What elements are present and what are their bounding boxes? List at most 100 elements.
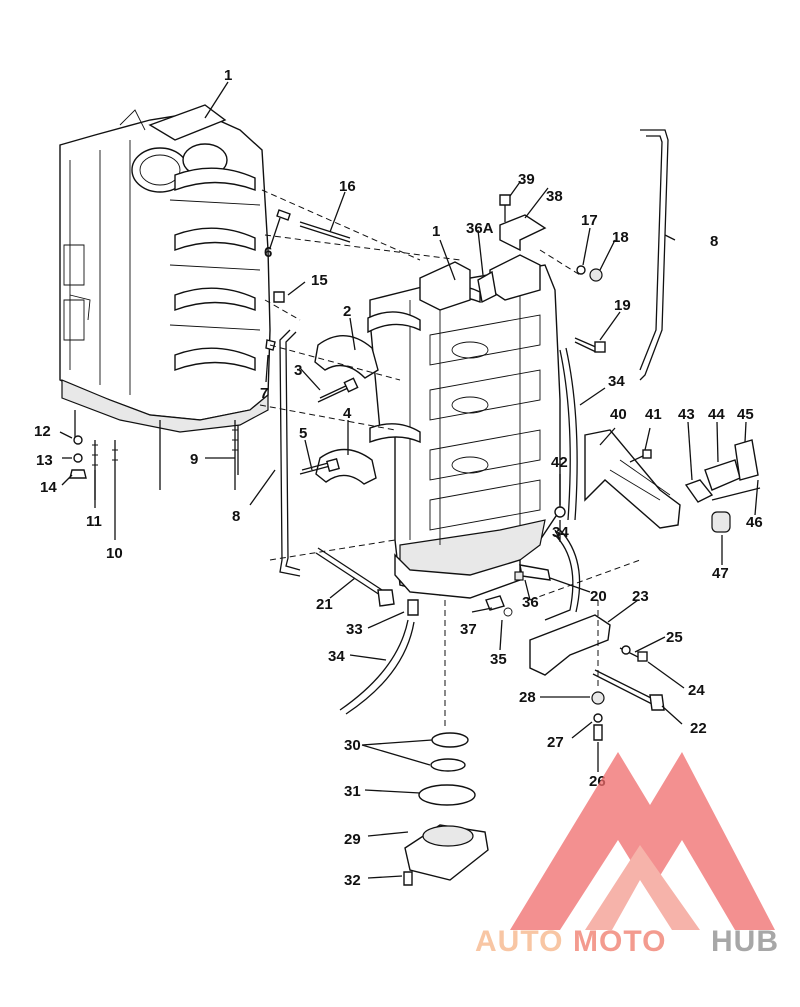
callout-34-mid: 34: [552, 524, 569, 541]
washer-17-drawing: [576, 265, 586, 275]
bolts-3-5: [299, 377, 359, 475]
bolt-22-head-drawing: [649, 694, 665, 711]
watermark-moto: MOTO: [573, 925, 666, 958]
callout-35: 35: [490, 651, 507, 668]
callout-30: 30: [344, 737, 361, 754]
watermark-hub: HUB: [711, 925, 779, 958]
callout-34-lower: 34: [328, 648, 345, 665]
screw-39-drawing: [499, 194, 511, 206]
callout-42: 42: [551, 454, 568, 471]
callout-9: 9: [190, 451, 198, 468]
cover-38-drawing: [499, 214, 547, 252]
watermark-auto: AUTO: [475, 925, 563, 958]
hose-34-upper-drawing: [559, 347, 578, 521]
callout-43: 43: [678, 406, 695, 423]
callout-44: 44: [708, 406, 725, 423]
logo-triangle-outer: [510, 752, 775, 930]
callout-7: 7: [260, 385, 268, 402]
callout-45: 45: [737, 406, 754, 423]
pin-6-drawing: [276, 209, 291, 221]
callout-28: 28: [519, 689, 536, 706]
callout-8-right: 8: [710, 233, 718, 250]
tube-8-right-drawing: [639, 129, 669, 381]
washer-27-drawing: [593, 713, 603, 723]
callout-16: 16: [339, 178, 356, 195]
callout-18: 18: [612, 229, 629, 246]
nut-18-drawing: [589, 268, 603, 282]
callout-11: 11: [86, 513, 102, 530]
crankcase-cover-drawing: [59, 104, 271, 433]
cylinder-block-drawing: [367, 254, 561, 599]
callout-19: 19: [614, 297, 631, 314]
part-44-drawing: [704, 459, 741, 491]
callout-6: 6: [264, 244, 272, 261]
washer-42-drawing: [554, 506, 566, 518]
callout-20: 20: [590, 588, 607, 605]
callout-14: 14: [40, 479, 57, 496]
watermark-logo: AUTO MOTO HUB: [475, 752, 779, 958]
bearing-saddles: [169, 167, 261, 372]
callout-4: 4: [343, 405, 352, 422]
callout-15: 15: [311, 272, 328, 289]
cap-47-drawing: [711, 511, 731, 533]
callout-25: 25: [666, 629, 683, 646]
callout-23: 23: [632, 588, 649, 605]
callout-41: 41: [645, 406, 662, 423]
callout-2: 2: [343, 303, 351, 320]
callout-27: 27: [547, 734, 564, 751]
callout-1-cover: 1: [224, 67, 232, 84]
leader-lines: [59, 81, 759, 879]
callout-36: 36: [522, 594, 539, 611]
hose-34-lower-drawing: [339, 619, 415, 715]
callout-39: 39: [518, 171, 535, 188]
washer-25-drawing: [621, 645, 631, 655]
callout-32: 32: [344, 872, 361, 889]
part-43-drawing: [684, 479, 714, 503]
assembly-centerlines: [259, 189, 641, 730]
logo-triangle-inner: [585, 845, 700, 930]
callout-34-right: 34: [608, 373, 625, 390]
hose-34-right-drawing: [544, 529, 581, 621]
oring-31-drawing: [418, 784, 476, 806]
callout-46: 46: [746, 514, 763, 531]
callout-24: 24: [688, 682, 705, 699]
callout-21: 21: [316, 596, 333, 613]
fitting-33-drawing: [407, 599, 419, 616]
seal-30a-drawing: [431, 732, 469, 748]
callout-17: 17: [581, 212, 598, 229]
tube-8-left-drawing: [279, 329, 301, 577]
callout-40: 40: [610, 406, 627, 423]
callout-33: 33: [346, 621, 363, 638]
part-45-drawing: [734, 439, 759, 481]
screw-32-drawing: [403, 871, 413, 886]
bearing-cap-2-drawing: [314, 335, 379, 379]
callout-31: 31: [344, 783, 361, 800]
bracket-23-drawing: [529, 614, 611, 676]
callout-12: 12: [34, 423, 51, 440]
plug-15-drawing: [273, 291, 285, 303]
clip-35-drawing: [503, 607, 513, 617]
callout-8-left: 8: [232, 508, 240, 525]
bearing-cap-4-drawing: [315, 448, 377, 485]
seal-30b-drawing: [430, 758, 466, 772]
fitting-36a-drawing: [477, 270, 497, 304]
callout-1-block: 1: [432, 223, 440, 240]
callout-5: 5: [299, 425, 307, 442]
fitting-37-drawing: [485, 595, 505, 611]
callout-labels: 1 1 2 3 4 5 6 7 8 8 9 10 11 12 13 14 15 …: [34, 67, 763, 889]
nut-28-drawing: [591, 691, 605, 705]
callout-36a: 36A: [466, 220, 494, 237]
callout-29: 29: [344, 831, 361, 848]
callout-13: 13: [36, 452, 53, 469]
callout-38: 38: [546, 188, 563, 205]
bracket-40-drawing: [584, 429, 681, 529]
callout-3: 3: [294, 362, 302, 379]
fitting-20-drawing: [519, 564, 551, 581]
callout-22: 22: [690, 720, 707, 737]
callout-10: 10: [106, 545, 123, 562]
bolt-21-head-drawing: [377, 589, 395, 607]
callout-37: 37: [460, 621, 477, 638]
callout-47: 47: [712, 565, 729, 582]
screw-26-drawing: [593, 724, 603, 741]
